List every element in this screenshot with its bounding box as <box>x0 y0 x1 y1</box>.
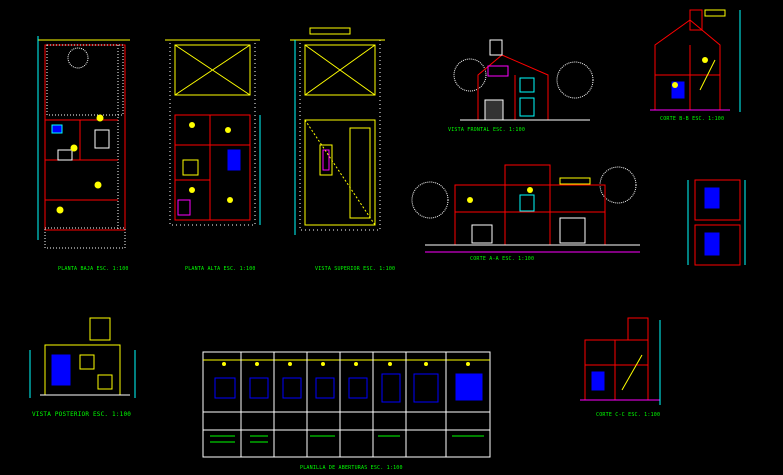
corte-cc-title: CORTE C-C ESC. 1:100 <box>596 412 661 418</box>
vista-posterior-elevation <box>29 317 136 398</box>
vista-superior-title: VISTA SUPERIOR ESC. 1:100 <box>315 266 396 272</box>
planta-alta-title: PLANTA ALTA ESC. 1:100 <box>185 266 256 272</box>
planilla-aberturas-table <box>202 351 491 458</box>
planta-baja-plan <box>37 36 130 249</box>
vista-frontal-elevation <box>453 39 594 121</box>
corte-aa-title: CORTE A-A ESC. 1:100 <box>470 256 535 262</box>
corte-bb-title: CORTE B-B ESC. 1:100 <box>660 116 725 122</box>
planta-alta-plan <box>165 39 261 226</box>
vista-superior-plan <box>290 27 385 235</box>
vista-frontal-title: VISTA FRONTAL ESC. 1:100 <box>448 127 526 133</box>
corte-cc-section <box>580 317 661 405</box>
corte-bb-section <box>650 9 741 112</box>
vista-posterior-title: VISTA POSTERIOR ESC. 1:100 <box>32 411 132 418</box>
corte-aa-section <box>411 164 640 253</box>
planta-baja-title: PLANTA BAJA ESC. 1:100 <box>58 266 129 272</box>
detail-sections <box>687 179 746 266</box>
planilla-aberturas-title: PLANILLA DE ABERTURAS ESC. 1:100 <box>300 465 403 471</box>
